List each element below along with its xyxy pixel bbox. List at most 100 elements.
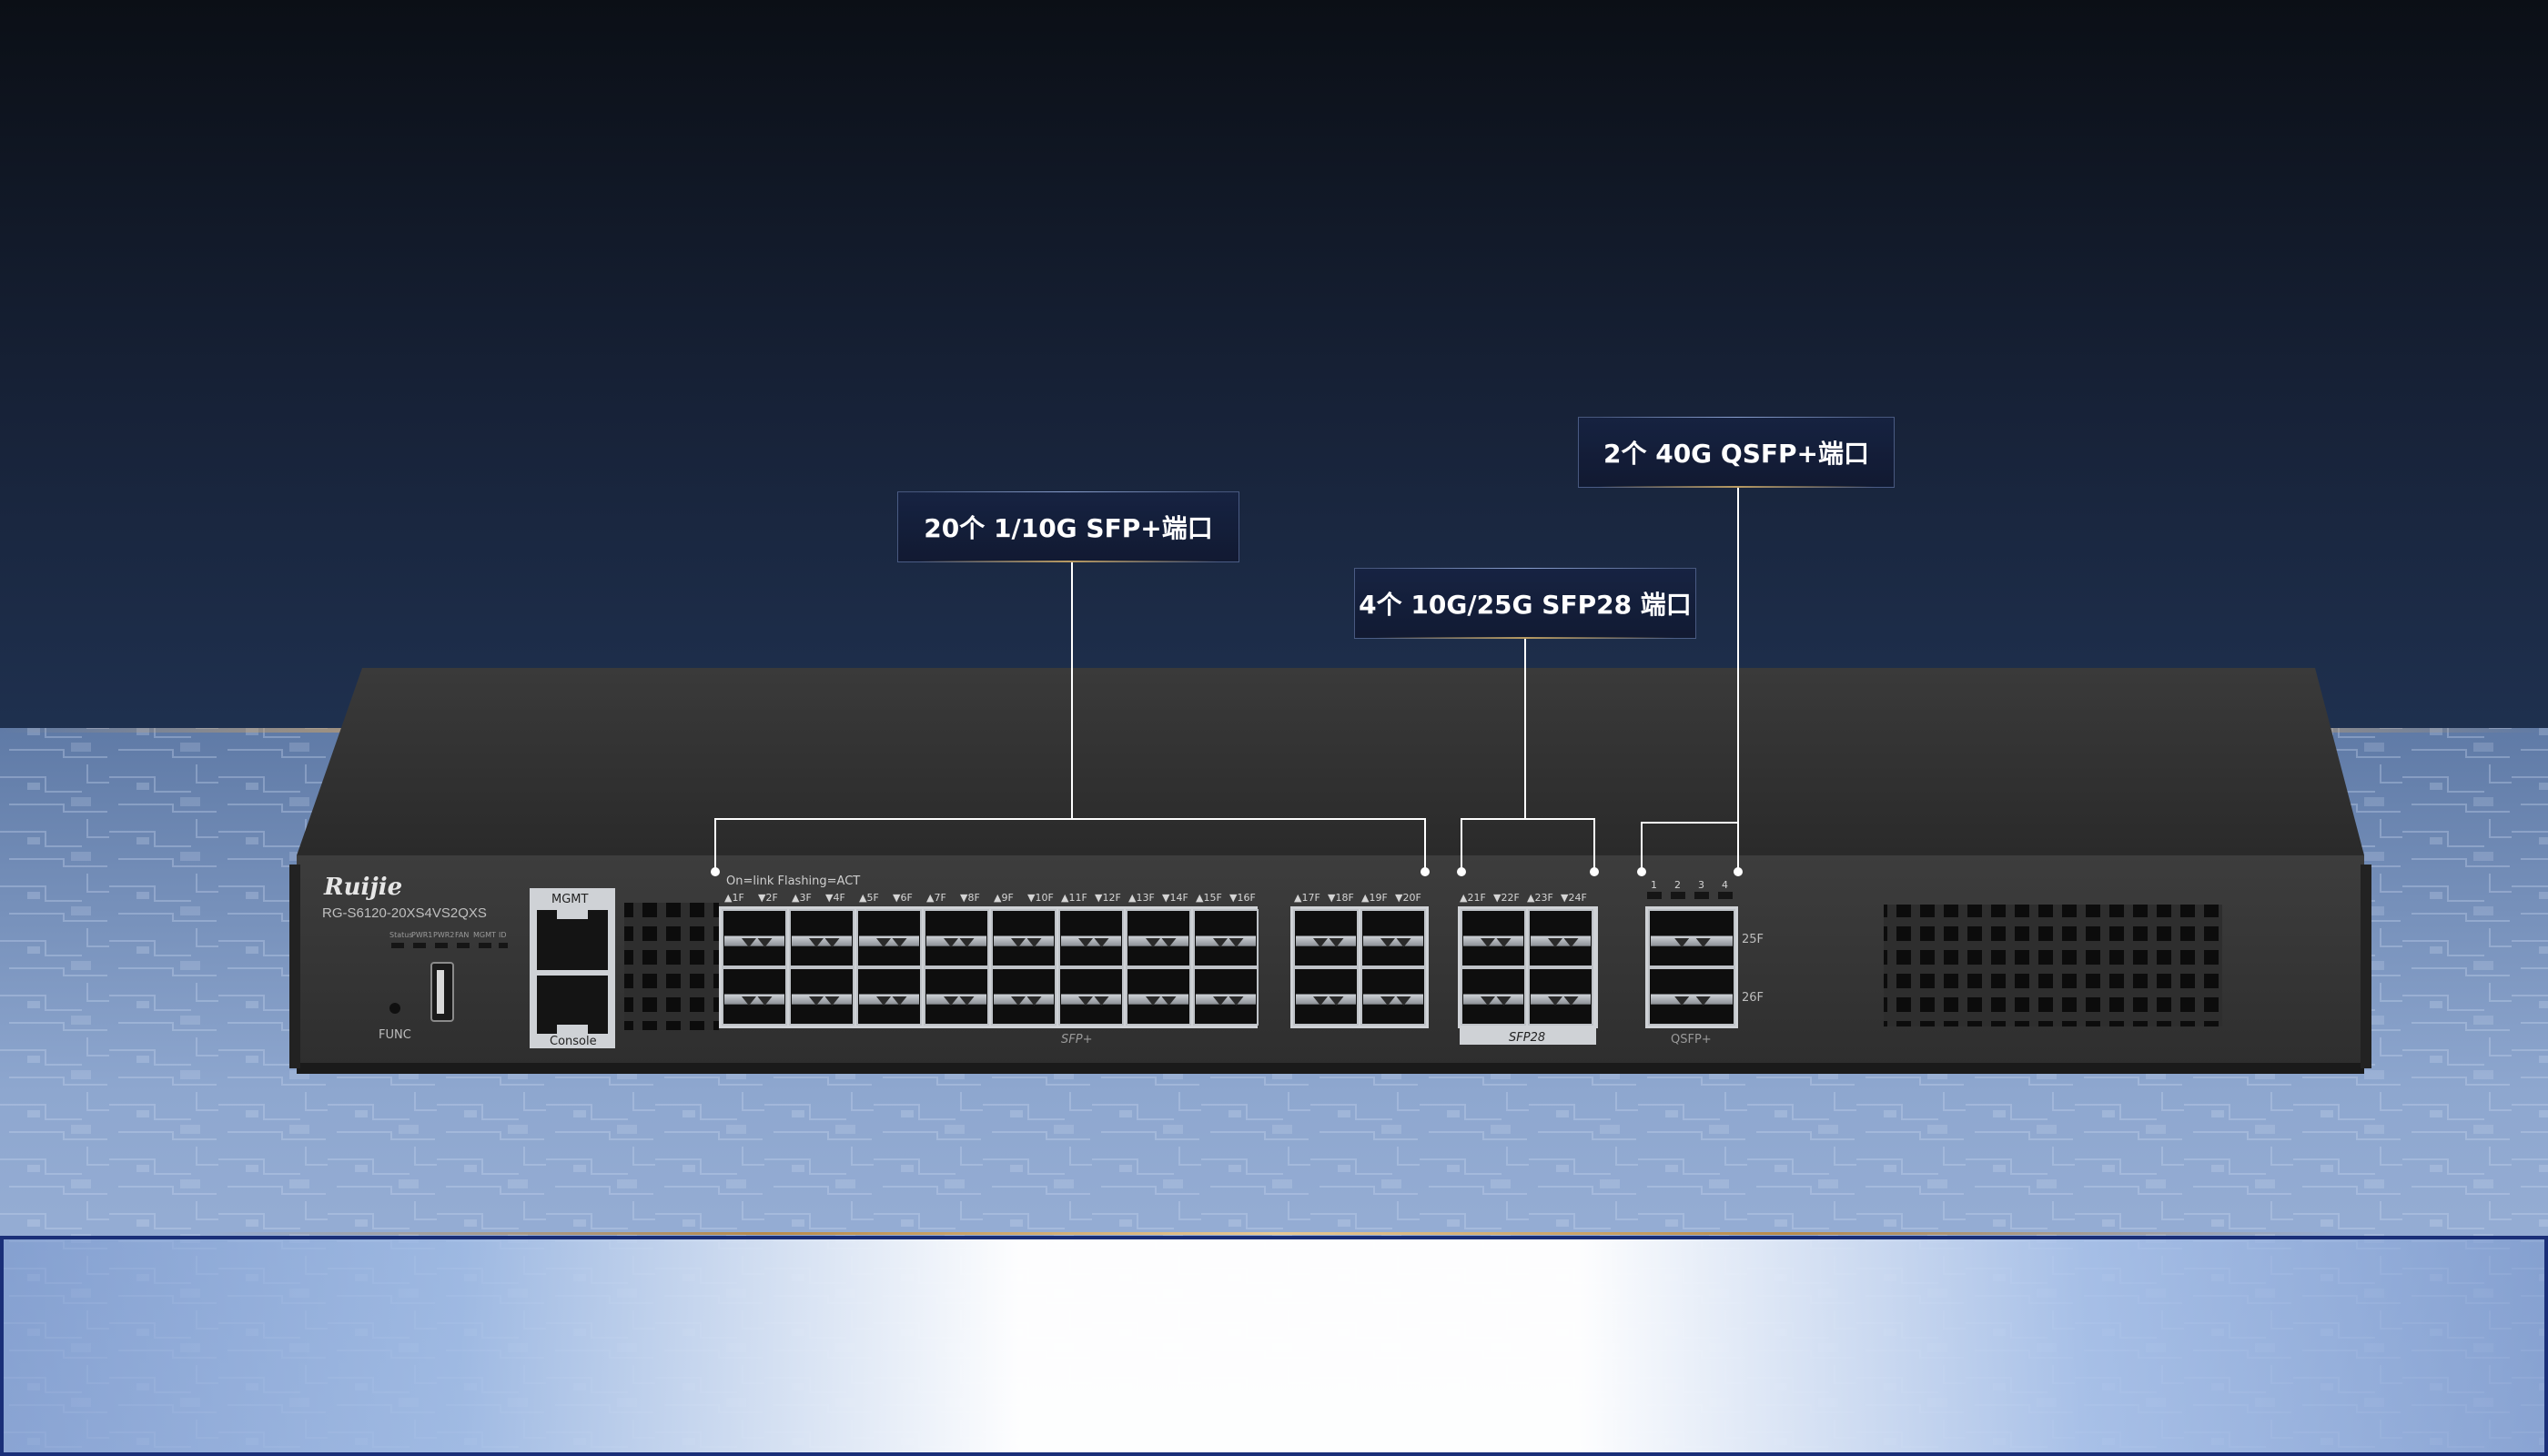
callout-dot (1590, 867, 1599, 876)
port-latch (1463, 994, 1523, 1005)
func-label: FUNC (379, 1028, 411, 1042)
sfp-port-label: ▼16F (1229, 892, 1256, 904)
sfp-port (1193, 967, 1259, 1026)
sfp-port (1293, 909, 1359, 967)
port-arrows (1380, 996, 1411, 1006)
qsfp-led-number: 4 (1722, 879, 1728, 891)
status-led (457, 943, 470, 948)
brand-logo: Ruijie (323, 874, 402, 901)
callout-sfp-plus-text: 20个 1/10G SFP+端口 (924, 513, 1213, 543)
sfp-port-label: ▲5F (859, 892, 879, 904)
sfp28-label-bar (1460, 1026, 1596, 1045)
sfp-port (1293, 967, 1359, 1026)
sfp28-port-label: ▼22F (1493, 892, 1520, 904)
port-latch (1196, 994, 1256, 1005)
port-arrows (1481, 996, 1512, 1006)
port-latch (1463, 935, 1523, 946)
sfp-port-label: ▼6F (893, 892, 913, 904)
port-arrows (809, 938, 840, 947)
sfp-port-label: ▲11F (1061, 892, 1087, 904)
port-arrows (1213, 996, 1244, 1006)
sfp-port-label: ▲15F (1196, 892, 1222, 904)
port-arrows (1078, 996, 1109, 1006)
port-latch (1531, 935, 1591, 946)
sfp-port (789, 967, 854, 1026)
sfp-port (924, 909, 989, 967)
callout-qsfp-plus-text: 2个 40G QSFP+端口 (1603, 439, 1869, 469)
sfp28-label: SFP28 (1509, 1031, 1545, 1045)
sfp-port-label: ▼10F (1027, 892, 1054, 904)
callout-dot (1734, 867, 1743, 876)
port-latch (1296, 935, 1356, 946)
sfp28-ports (1458, 906, 1598, 1028)
callout-sfp28-text: 4个 10G/25G SFP28 端口 (1359, 590, 1692, 620)
sfp-port-label: ▲7F (926, 892, 946, 904)
port-arrows (742, 996, 773, 1006)
vent-grille-left (624, 903, 719, 1030)
port-latch (724, 935, 784, 946)
port-latch (859, 935, 919, 946)
port-latch (926, 994, 986, 1005)
callout-line-sfp28 (1461, 639, 1595, 872)
mgmt-rj45-tab (557, 910, 588, 919)
func-button (389, 1003, 400, 1014)
port-arrows (1146, 938, 1177, 947)
port-latch (1651, 935, 1733, 946)
callout-qsfp-plus: 2个 40G QSFP+端口 (1578, 417, 1895, 488)
sfp-port (991, 909, 1057, 967)
port-arrows (1078, 938, 1109, 947)
led-label: FAN (455, 931, 469, 939)
console-label: Console (550, 1035, 597, 1048)
qsfp-port-upper-label: 25F (1742, 933, 1764, 946)
network-switch: Ruijie RG-S6120-20XS4VS2QXS Status PWR1 … (289, 668, 2371, 1074)
console-rj45-tab (557, 1025, 588, 1034)
sfp-port-label: ▼20F (1395, 892, 1421, 904)
port-arrows (1548, 938, 1579, 947)
sfp-port-label: ▲13F (1128, 892, 1155, 904)
status-leds: Status PWR1 PWR2 FAN MGMT ID (389, 931, 508, 948)
model-label: RG-S6120-20XS4VS2QXS (322, 905, 487, 921)
sfp-port (1360, 967, 1426, 1026)
port-latch (1196, 935, 1256, 946)
link-legend: On=link Flashing=ACT (726, 875, 860, 888)
port-arrows (1011, 938, 1042, 947)
port-latch (1531, 994, 1591, 1005)
sfp-port-label: ▼18F (1328, 892, 1354, 904)
sfp28-port (1528, 967, 1593, 1026)
port-latch (1061, 935, 1121, 946)
sfp-port (991, 967, 1057, 1026)
sfp-port (789, 909, 854, 967)
port-arrows (1674, 996, 1711, 1006)
callout-dot (1637, 867, 1646, 876)
qsfp-led (1671, 892, 1685, 899)
qsfp-led-number: 2 (1674, 879, 1681, 891)
port-latch (1363, 935, 1423, 946)
port-latch (792, 935, 852, 946)
port-latch (1061, 994, 1121, 1005)
sfp28-port-label: ▲21F (1460, 892, 1486, 904)
qsfp-port (1648, 967, 1735, 1026)
port-latch (792, 994, 852, 1005)
sfp-port-label: ▼8F (960, 892, 980, 904)
sfp-plus-label: SFP+ (1061, 1033, 1092, 1046)
status-led (479, 943, 491, 948)
port-latch (994, 935, 1054, 946)
port-arrows (1313, 938, 1344, 947)
sfp-plus-ports (719, 906, 1429, 1028)
sfp-port (722, 909, 787, 967)
sfp-port (1360, 909, 1426, 967)
sfp-port-label: ▲19F (1361, 892, 1388, 904)
callout-line-sfp-plus (714, 562, 1426, 872)
port-arrows (742, 938, 773, 947)
port-arrows (944, 996, 975, 1006)
status-led (391, 943, 404, 948)
sfp-port-label: ▲17F (1294, 892, 1320, 904)
sfp-port-label: ▼12F (1095, 892, 1121, 904)
port-latch (1128, 994, 1188, 1005)
status-led (435, 943, 448, 948)
port-arrows (1481, 938, 1512, 947)
chassis-base (297, 1063, 2364, 1074)
sfp-port (1193, 909, 1259, 967)
chassis-top (297, 668, 2364, 855)
led-label: Status (389, 931, 413, 939)
